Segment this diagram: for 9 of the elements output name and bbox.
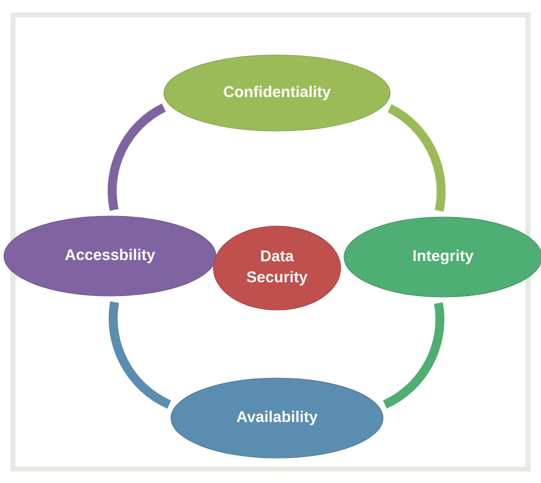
arc-connector [382,302,444,409]
ellipse-node: Data Security [213,226,341,310]
arc-connector [108,104,166,211]
ellipse-node: Accessbility [4,216,216,296]
ellipse-node: Availability [170,378,384,458]
ellipse-node: Integrity [344,216,541,298]
arc-connector [387,104,446,212]
ellipse-node: Confidentiality [164,54,390,132]
arc-connector [108,302,172,409]
